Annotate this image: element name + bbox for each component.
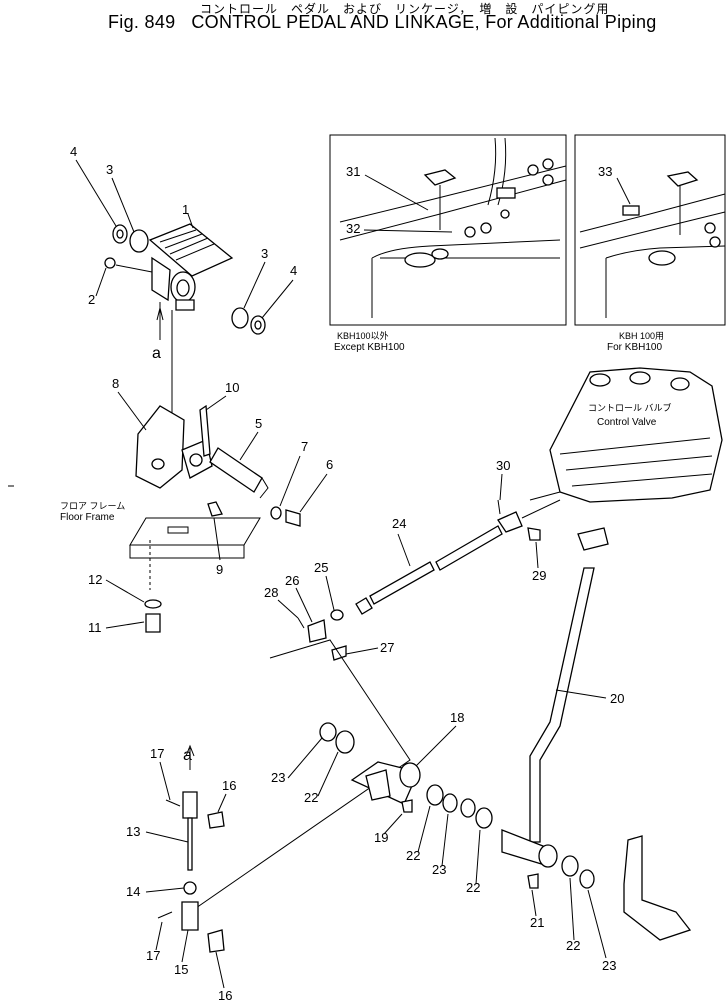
- callout-11: 11: [88, 620, 102, 635]
- ref-a-top: a: [152, 345, 161, 362]
- callout-24: 24: [392, 516, 406, 531]
- callout-1: 1: [182, 202, 189, 217]
- callout-15: 15: [174, 962, 188, 977]
- floor-frame-label-jp: フロア フレーム: [60, 501, 125, 511]
- figure-label: Fig. 849: [108, 12, 176, 32]
- callout-23c: 23: [602, 958, 616, 973]
- callout-6: 6: [326, 457, 333, 472]
- pedal-assembly: [104, 223, 266, 340]
- ref-a-bottom: a: [183, 747, 192, 764]
- callout-22b: 22: [406, 848, 420, 863]
- callout-23b: 23: [432, 862, 446, 877]
- callout-22a: 22: [304, 790, 318, 805]
- callout-13: 13: [126, 824, 140, 839]
- callout-3: 3: [106, 162, 113, 177]
- callout-4: 4: [70, 144, 77, 159]
- figure-title: Fig. 849 CONTROL PEDAL AND LINKAGE, For …: [108, 12, 657, 33]
- control-valve-label: Control Valve: [597, 417, 657, 428]
- callout-5: 5: [255, 416, 262, 431]
- inset-left-caption-jp: KBH100以外: [337, 330, 389, 341]
- callout-9: 9: [216, 562, 223, 577]
- rod-assembly: [297, 499, 561, 661]
- inset-for-kbh100: [574, 134, 726, 326]
- callout-3b: 3: [261, 246, 268, 261]
- callout-25: 25: [314, 560, 328, 575]
- callout-17b: 17: [146, 948, 160, 963]
- callout-21: 21: [530, 915, 544, 930]
- control-valve: [529, 367, 723, 503]
- callout-31: 31: [346, 164, 360, 179]
- callout-14: 14: [126, 884, 140, 899]
- callout-12: 12: [88, 572, 102, 587]
- rod-13-assembly: [157, 744, 225, 953]
- callout-7: 7: [301, 439, 308, 454]
- callout-22c: 22: [466, 880, 480, 895]
- callout-30: 30: [496, 458, 510, 473]
- callout-27: 27: [380, 640, 394, 655]
- inset-except-kbh100: [329, 134, 567, 326]
- callout-23a: 23: [271, 770, 285, 785]
- callout-18: 18: [450, 710, 464, 725]
- inset-left-caption: Except KBH100: [334, 342, 405, 353]
- callout-19: 19: [374, 830, 388, 845]
- callout-8: 8: [112, 376, 119, 391]
- callout-33: 33: [598, 164, 612, 179]
- callout-29: 29: [532, 568, 546, 583]
- control-valve-label-jp: コントロール バルブ: [588, 402, 672, 413]
- inset-right-caption: For KBH100: [607, 342, 662, 353]
- bracket-assembly: [129, 404, 301, 633]
- callout-20: 20: [610, 691, 624, 706]
- callout-32: 32: [346, 221, 360, 236]
- callout-2: 2: [88, 292, 95, 307]
- callout-22d: 22: [566, 938, 580, 953]
- callout-16a: 16: [222, 778, 236, 793]
- callout-16b: 16: [218, 988, 232, 1001]
- shaft-lever-assembly: [319, 527, 692, 941]
- inset-right-caption-jp: KBH 100用: [619, 331, 664, 341]
- callout-4b: 4: [290, 263, 297, 278]
- figure-title-text: CONTROL PEDAL AND LINKAGE, For Additiona…: [191, 12, 657, 32]
- floor-frame-label: Floor Frame: [60, 512, 115, 523]
- callout-26: 26: [285, 573, 299, 588]
- callout-10: 10: [225, 380, 239, 395]
- callout-17a: 17: [150, 746, 164, 761]
- japanese-title: コントロール ペダル および リンケージ， 増 設 パイピング用: [200, 2, 610, 16]
- callout-28: 28: [264, 585, 278, 600]
